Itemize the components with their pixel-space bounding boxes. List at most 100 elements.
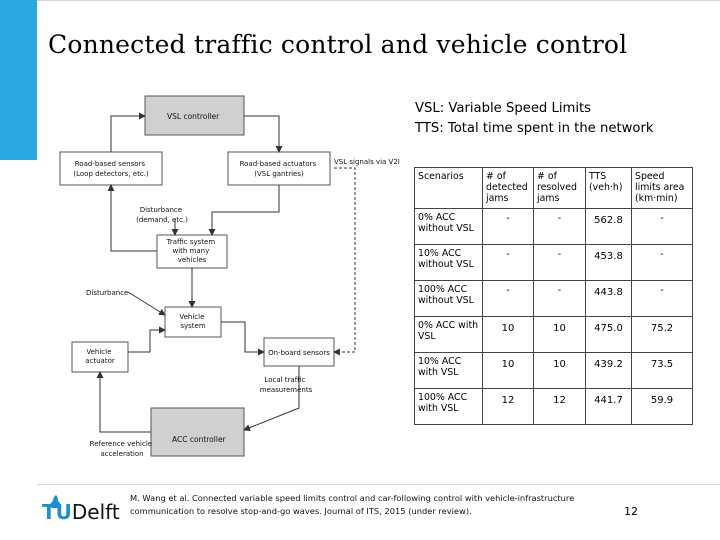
header-resolved: # of resolved jams: [533, 167, 586, 209]
reference-accel-line1: Reference vehicle: [90, 440, 152, 448]
cell-scenario: 100% ACC without VSL: [414, 280, 483, 317]
edge-vehicle-to-onboard: [221, 321, 265, 356]
edge-disturbance-to-vehicle: [127, 291, 166, 316]
cell-resolved: 10: [533, 316, 586, 353]
citation-line2: communication to resolve stop-and-go wav…: [130, 506, 472, 516]
road-actuators-box: [227, 151, 331, 186]
footer-divider: [37, 484, 720, 485]
cell-tts: 453.8: [585, 244, 632, 281]
slide-title: Connected traffic control and vehicle co…: [48, 30, 628, 59]
cell-area: -: [631, 208, 693, 245]
definition-vsl: VSL: Variable Speed Limits: [415, 101, 592, 116]
tudelft-logo-text: TUDelft: [42, 500, 120, 524]
vehicle-system-line1: Vehicle: [179, 313, 204, 321]
cell-area: 59.9: [631, 388, 693, 425]
cell-area: -: [631, 244, 693, 281]
traffic-system-line3: vehicles: [178, 256, 207, 264]
cell-scenario: 100% ACC with VSL: [414, 388, 483, 425]
edge-vsl-to-actuators: [244, 115, 283, 153]
edge-v2i-to-onboard: [333, 167, 356, 356]
cell-detected: -: [482, 280, 534, 317]
cell-detected: 10: [482, 352, 534, 389]
road-sensors-box: [59, 151, 163, 186]
edge-actuator-to-vehicle: [128, 326, 166, 353]
cell-tts: 562.8: [585, 208, 632, 245]
cell-detected: -: [482, 244, 534, 281]
road-sensors-label: Road-based sensors (Loop detectors, etc.…: [73, 160, 149, 178]
connector-lines: [96, 112, 356, 433]
disturbance-label: Disturbance: [86, 289, 128, 297]
cell-resolved: 10: [533, 352, 586, 389]
traffic-system-box: [156, 234, 228, 269]
reference-accel-line2: acceleration: [100, 450, 143, 458]
table-row: 100% ACC with VSL 12 12 441.7 59.9: [414, 388, 693, 425]
disturbance-demand-label: Disturbance (demand, etc.): [136, 206, 188, 224]
traffic-system-line2: with many: [173, 247, 210, 255]
edge-actuators-to-traffic: [208, 185, 280, 236]
road-sensors-line2: (Loop detectors, etc.): [73, 170, 149, 178]
cell-scenario: 0% ACC without VSL: [414, 208, 483, 245]
results-table: Scenarios # of detected jams # of resolv…: [414, 167, 693, 425]
cell-tts: 443.8: [585, 280, 632, 317]
road-sensors-line1: Road-based sensors: [75, 160, 146, 168]
table-header-row: Scenarios # of detected jams # of resolv…: [414, 167, 693, 209]
cell-tts: 475.0: [585, 316, 632, 353]
cell-resolved: -: [533, 208, 586, 245]
acc-controller-label: ACC controller: [172, 435, 227, 444]
cell-detected: -: [482, 208, 534, 245]
cell-resolved: -: [533, 244, 586, 281]
local-measurements-line2: measurements: [260, 386, 313, 394]
edge-traffic-to-sensors: [107, 184, 157, 252]
onboard-sensors-label: On-board sensors: [268, 349, 330, 357]
vehicle-system-line2: system: [180, 322, 205, 330]
table-row: 0% ACC without VSL - - 562.8 -: [414, 208, 693, 245]
cell-tts: 441.7: [585, 388, 632, 425]
edge-sensors-to-vsl: [110, 112, 146, 152]
citation: M. Wang et al. Connected variable speed …: [130, 492, 574, 518]
cell-resolved: 12: [533, 388, 586, 425]
road-actuators-line2: (VSL gantries): [254, 170, 304, 178]
acc-controller-box: [150, 407, 245, 457]
vehicle-actuator-label: Vehicle actuator: [85, 348, 115, 365]
local-measurements-line1: Local traffic: [264, 376, 305, 384]
logo-delft: Delft: [71, 500, 120, 524]
table-row: 10% ACC with VSL 10 10 439.2 73.5: [414, 352, 693, 389]
cell-detected: 10: [482, 316, 534, 353]
reference-accel-label: Reference vehicle acceleration: [90, 440, 155, 458]
disturbance-demand-line2: (demand, etc.): [136, 216, 188, 224]
traffic-system-label: Traffic system with many vehicles: [166, 238, 218, 264]
cell-detected: 12: [482, 388, 534, 425]
vsl-controller-box: [144, 95, 245, 136]
accent-bar: [0, 0, 37, 160]
cell-scenario: 10% ACC without VSL: [414, 244, 483, 281]
header-area: Speed limits area (km·min): [631, 167, 693, 209]
cell-area: 75.2: [631, 316, 693, 353]
header-divider: [37, 0, 720, 1]
definition-tts: TTS: Total time spent in the network: [415, 121, 654, 136]
header-detected: # of detected jams: [482, 167, 534, 209]
cell-tts: 439.2: [585, 352, 632, 389]
page-number: 12: [624, 505, 638, 518]
vehicle-system-label: Vehicle system: [179, 313, 206, 330]
table-row: 100% ACC without VSL - - 443.8 -: [414, 280, 693, 317]
cell-area: -: [631, 280, 693, 317]
cell-scenario: 10% ACC with VSL: [414, 352, 483, 389]
vsl-controller-label: VSL controller: [167, 112, 220, 121]
vehicle-actuator-box: [71, 341, 129, 373]
v2i-signal-label: VSL signals via V2I: [334, 158, 400, 166]
cell-scenario: 0% ACC with VSL: [414, 316, 483, 353]
table-row: 10% ACC without VSL - - 453.8 -: [414, 244, 693, 281]
road-actuators-label: Road-based actuators (VSL gantries): [240, 160, 319, 178]
table-row: 0% ACC with VSL 10 10 475.0 75.2: [414, 316, 693, 353]
cell-area: 73.5: [631, 352, 693, 389]
local-measurements-label: Local traffic measurements: [260, 376, 313, 394]
tudelft-flame-logo: [49, 495, 62, 508]
cell-resolved: -: [533, 280, 586, 317]
vehicle-actuator-line1: Vehicle: [86, 348, 111, 356]
citation-line1: M. Wang et al. Connected variable speed …: [130, 493, 575, 503]
header-tts: TTS (veh·h): [585, 167, 632, 209]
vehicle-actuator-line2: actuator: [85, 357, 115, 365]
vehicle-system-box: [164, 306, 222, 338]
road-actuators-line1: Road-based actuators: [240, 160, 317, 168]
logo-tu: TU: [42, 500, 72, 524]
